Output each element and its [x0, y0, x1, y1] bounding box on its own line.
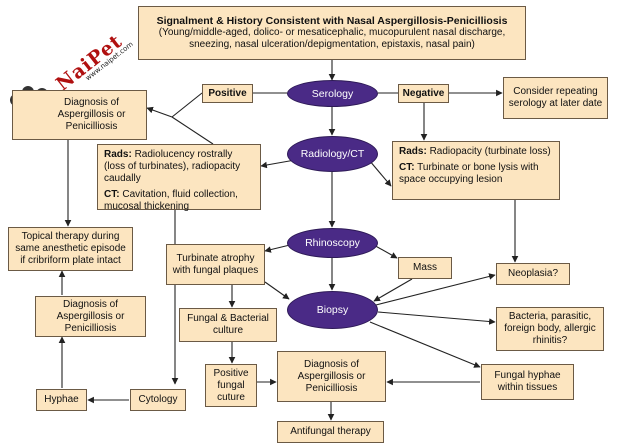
radiology-ct-node: Radiology/CT: [287, 136, 378, 172]
arrow-mass-biopsy: [373, 278, 413, 302]
arrow-biopsy-neoplasia: [371, 273, 496, 307]
hyphae-box: Hyphae: [36, 389, 87, 411]
ct-positive-line: CT: Cavitation, fluid collection, mucosa…: [104, 189, 254, 213]
fungal-culture-box: Fungal & Bacterial culture: [179, 308, 277, 342]
arrow-biopsy-hyphae: [369, 321, 481, 368]
signalment-detail: (Young/middle-aged, dolico- or mesaticep…: [158, 27, 506, 50]
ct-negative-label: CT:: [399, 162, 415, 173]
arrow-split-diagnosis: [146, 106, 173, 118]
rads-negative-line: Rads: Radiopacity (turbinate loss): [399, 146, 551, 158]
rads-negative-label: Rads:: [399, 146, 427, 157]
diagnosis-bottom-box: Diagnosis of Aspergillosis or Penicillio…: [277, 351, 386, 402]
ct-positive-text: Cavitation, fluid collection, mucosal th…: [104, 189, 238, 212]
rads-negative-text: Radiopacity (turbinate loss): [429, 146, 551, 157]
signalment-box: Signalment & History Consistent with Nas…: [138, 6, 526, 60]
rads-positive-line: Rads: Radiolucency rostrally (loss of tu…: [104, 149, 254, 185]
signalment-title: Signalment & History Consistent with Nas…: [156, 15, 508, 27]
ct-negative-text: Turbinate or bone lysis with space occup…: [399, 162, 539, 185]
arrow-turbinate-biopsy: [264, 281, 290, 300]
rads-positive-box: Rads: Radiolucency rostrally (loss of tu…: [97, 144, 261, 213]
positive-fungal-culture-box: Positive fungal cuture: [205, 364, 257, 407]
arrow-radiology-radsneg: [368, 159, 392, 187]
watermark-brand: NaiPet: [52, 30, 127, 96]
ct-positive-label: CT:: [104, 189, 120, 200]
topical-therapy-box: Topical therapy during same anesthetic e…: [8, 227, 133, 271]
turbinate-atrophy-box: Turbinate atrophy with fungal plaques: [166, 244, 265, 285]
bacteria-parasitic-box: Bacteria, parasitic, foreign body, aller…: [496, 307, 604, 351]
ct-negative-line: CT: Turbinate or bone lysis with space o…: [399, 162, 553, 186]
line-split-rads: [171, 116, 214, 145]
serology-node: Serology: [287, 80, 378, 107]
line-positive-split: [171, 92, 203, 118]
mass-box: Mass: [398, 257, 452, 279]
fungal-hyphae-box: Fungal hyphae within tissues: [481, 364, 574, 400]
consider-repeat-box: Consider repeating serology at later dat…: [503, 77, 608, 119]
diagnosis-top-box: Diagnosis of Aspergillosis or Penicillio…: [12, 90, 147, 140]
arrow-biopsy-bacteria: [377, 311, 496, 325]
diagnosis-mid-box: Diagnosis of Aspergillosis or Penicillio…: [35, 296, 146, 337]
neoplasia-box: Neoplasia?: [496, 263, 570, 285]
antifungal-therapy-box: Antifungal therapy: [277, 421, 384, 443]
biopsy-node: Biopsy: [287, 291, 378, 329]
positive-box: Positive: [202, 84, 253, 103]
rads-positive-text: Radiolucency rostrally (loss of turbinat…: [104, 149, 241, 184]
rhinoscopy-node: Rhinoscopy: [287, 228, 378, 258]
cytology-box: Cytology: [130, 389, 186, 411]
arrow-radiology-radspos: [260, 159, 296, 169]
rads-positive-label: Rads:: [104, 149, 132, 160]
rads-negative-box: Rads: Radiopacity (turbinate loss) CT: T…: [392, 141, 560, 200]
negative-box: Negative: [398, 84, 449, 103]
